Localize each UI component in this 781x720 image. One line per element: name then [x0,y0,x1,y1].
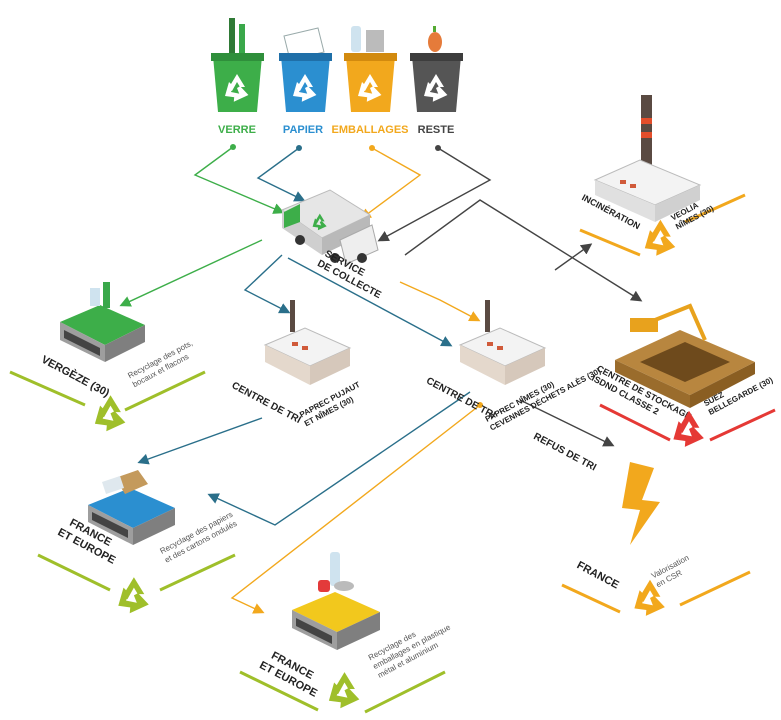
csr-energy-bolt [622,462,660,545]
bin-label-papier: PAPIER [283,124,323,136]
arrow-collecte-tri2-yellow [399,281,481,322]
verre-underline-right [124,370,206,412]
recycle-icon [644,219,677,258]
tri1-title: CENTRE DE TRI [230,380,303,426]
arrow-reste-stockage [404,199,643,302]
landfill-site [615,303,755,408]
sorting-center-2 [458,300,547,385]
recycle-icon [328,672,361,710]
arrow-tri2-emballages [230,404,481,614]
arrow-to-incineration [554,243,593,271]
packaging-recycling-site [292,552,380,650]
csr-underline [561,583,621,614]
papier-underline-right [159,553,236,592]
sorting-center-1 [263,300,352,385]
bin-label-reste: RESTE [418,124,455,136]
arrow-collecte-tri2 [287,257,453,347]
arrow-verre-collecte [193,146,285,214]
csr-underline-right [679,570,751,607]
stockage-underline-right [709,408,776,442]
bin-papier [279,27,332,112]
arrow-tri2-papier [207,391,471,526]
recycle-icon [94,395,127,433]
paper-recycling-site [88,470,175,545]
bin-reste [410,26,463,112]
flow-arrows [119,144,643,614]
bin-label-verre: VERRE [218,124,256,136]
arrow-tri2-refus [519,399,615,447]
bin-verre [211,18,264,112]
arrow-reste-collecte [377,147,492,242]
papier-underline [37,553,111,592]
arrow-emballages-collecte [359,147,422,220]
refus-label: REFUS DE TRI [532,431,599,473]
arrow-collecte-verre [119,239,263,307]
csr-title: FRANCE [575,559,621,591]
emb-underline [239,670,319,712]
glass-recycling-site [60,282,145,362]
verre-underline [9,370,86,407]
arrow-papier-collecte [256,147,306,202]
recycle-icon [118,577,150,615]
bin-emballages [344,26,397,112]
emb-underline-right [364,670,446,714]
stockage-underline [599,403,671,442]
arrow-tri1-papier [137,417,263,465]
arrow-collecte-tri1 [243,254,291,314]
incineration-plant [579,95,746,258]
bin-label-emballages: EMBALLAGES [332,124,409,136]
collection-truck [280,189,379,265]
recycle-icon [673,410,705,449]
